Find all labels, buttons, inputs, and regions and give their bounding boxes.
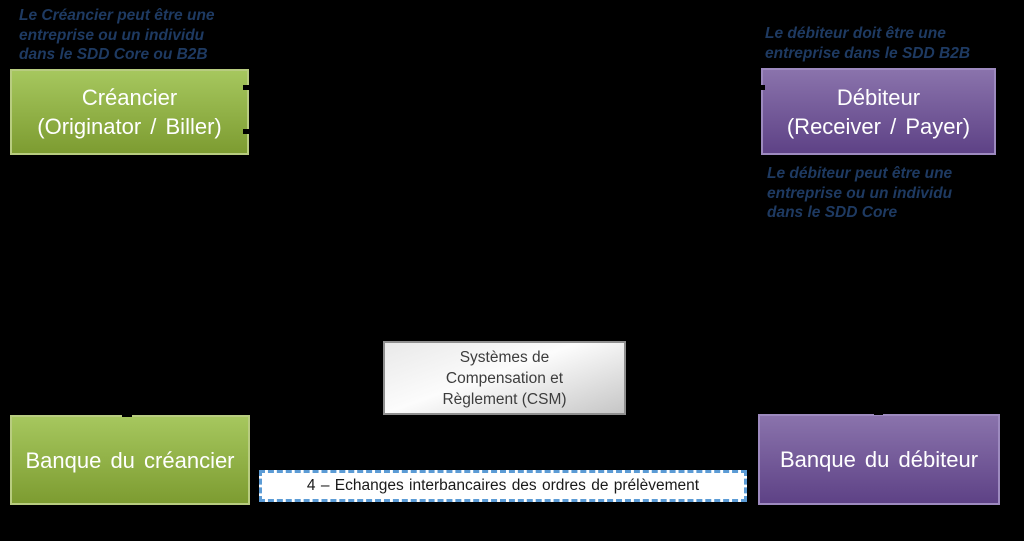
note-debiteur-b2b-rule: Le débiteur doit être une entreprise dan… <box>765 24 970 63</box>
box-debiteur-title: Débiteur <box>836 84 921 110</box>
note-line: entreprise ou un individu <box>767 184 953 202</box>
box-creancier-title: Créancier <box>81 85 178 110</box>
box-banque-creancier: Banque du créancier <box>10 415 250 505</box>
box-banque-creancier-title: Banque du créancier <box>25 447 235 473</box>
box-banque-debiteur-title: Banque du débiteur <box>779 447 979 472</box>
connector-artifact <box>122 410 132 417</box>
csm-line: Règlement (CSM) <box>442 390 567 408</box>
connector-artifact <box>243 129 255 134</box>
box-creancier: Créancier (Originator / Biller) <box>10 69 249 155</box>
box-csm: Systèmes de Compensation et Règlement (C… <box>383 341 626 415</box>
csm-line: Compensation et <box>445 369 564 387</box>
note-line: Le débiteur peut être une <box>767 165 953 182</box>
note-line: entreprise dans le SDD B2B <box>765 44 971 62</box>
box-banque-debiteur: Banque du débiteur <box>758 414 1000 505</box>
box-creancier-subtitle: (Originator / Biller) <box>37 114 222 139</box>
connector-artifact <box>243 85 255 90</box>
flow-step4-label: 4 – Echanges interbancaires des ordres d… <box>306 477 700 494</box>
connector-artifact <box>754 85 765 90</box>
note-creancier-rule: Le Créancier peut être une entreprise ou… <box>19 6 215 65</box>
csm-line: Systèmes de <box>459 348 550 366</box>
note-line: entreprise ou un individu <box>19 26 205 44</box>
note-line: Le débiteur doit être une <box>765 25 946 42</box>
note-line: dans le SDD Core <box>767 204 898 221</box>
note-debiteur-core-rule: Le débiteur peut être une entreprise ou … <box>767 164 952 223</box>
box-debiteur-subtitle: (Receiver / Payer) <box>786 113 971 139</box>
note-line: dans le SDD Core ou B2B <box>19 46 208 63</box>
box-debiteur: Débiteur (Receiver / Payer) <box>761 68 996 155</box>
note-line: Le Créancier peut être une <box>19 7 215 24</box>
connector-artifact <box>874 408 883 415</box>
box-flow-step4: 4 – Echanges interbancaires des ordres d… <box>259 470 747 502</box>
